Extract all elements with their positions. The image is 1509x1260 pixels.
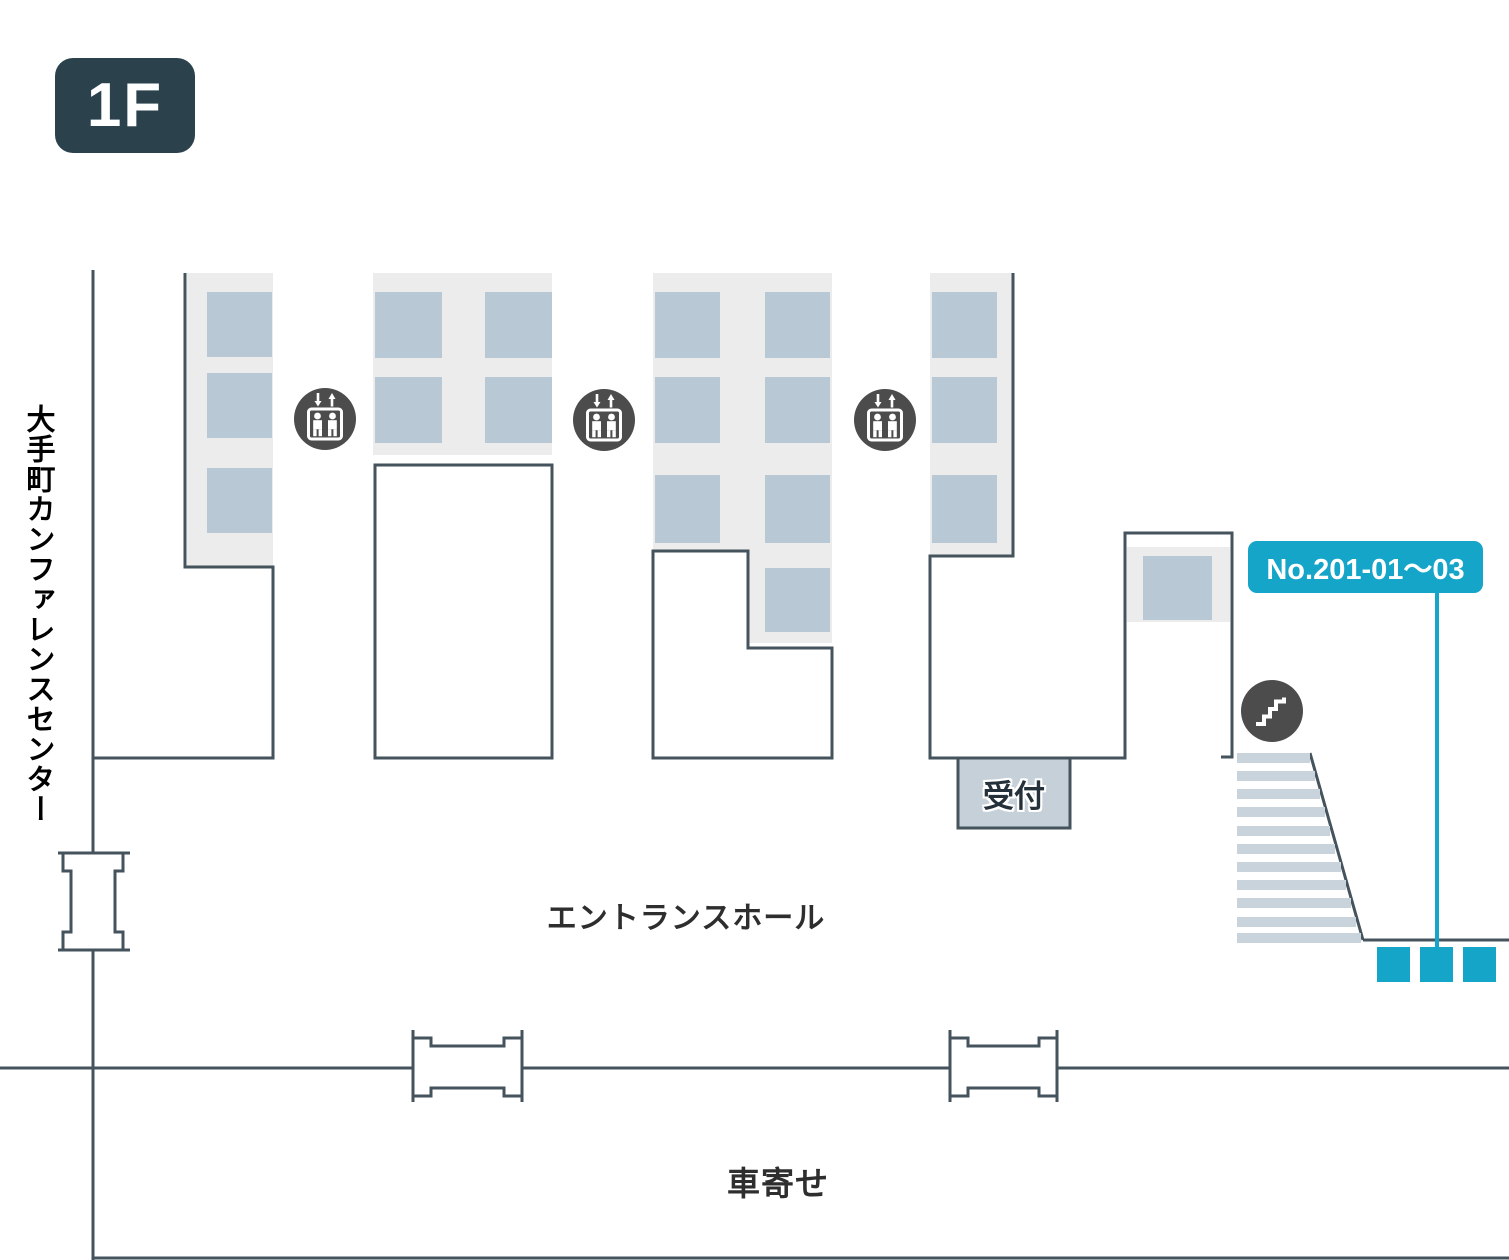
- reception-label: 受付: [983, 778, 1045, 814]
- floor-badge: 1F: [55, 58, 195, 153]
- elevator-icon: [292, 386, 358, 452]
- reception-booth: [956, 756, 1072, 830]
- stairs-icon: [1239, 678, 1305, 744]
- staircase: [1237, 753, 1361, 943]
- room-201-markers: [1377, 947, 1496, 982]
- room-range-tag: No.201-01〜03: [1248, 541, 1483, 593]
- door-symbol: [58, 851, 130, 952]
- car-porch-label: 車寄せ: [727, 1165, 829, 1202]
- elevator-icon: [571, 387, 637, 453]
- entrance-hall-label: エントランスホール: [546, 902, 826, 935]
- building-name-label: 大手町カンファレンスセンター: [22, 404, 54, 824]
- wall-lines: [0, 270, 1509, 1260]
- door-symbol: [948, 1030, 1059, 1102]
- door-symbol: [411, 1030, 524, 1102]
- room-outlines: [93, 273, 1234, 760]
- partition-blocks: [207, 292, 1212, 632]
- elevator-icon: [852, 387, 918, 453]
